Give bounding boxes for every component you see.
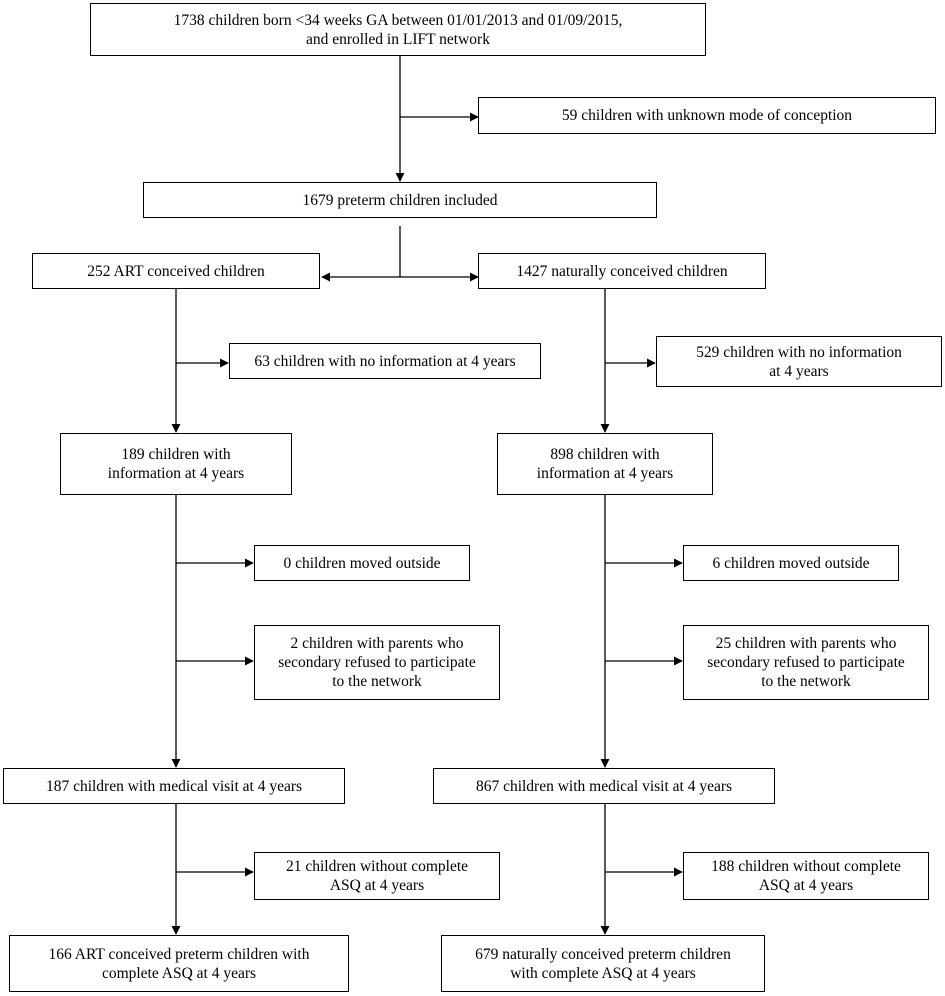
node-art-medical-visit: 187 children with medical visit at 4 yea…	[3, 768, 345, 804]
node-art-info: 189 children with information at 4 years	[60, 433, 292, 495]
node-art-conceived: 252 ART conceived children	[32, 253, 320, 289]
node-nat-refused: 25 children with parents who secondary r…	[683, 625, 929, 700]
node-nat-moved: 6 children moved outside	[683, 545, 899, 581]
node-natural-conceived: 1427 naturally conceived children	[478, 253, 766, 289]
node-nat-info: 898 children with information at 4 years	[497, 433, 713, 495]
node-art-no-info: 63 children with no information at 4 yea…	[229, 343, 541, 379]
node-nat-final: 679 naturally conceived preterm children…	[441, 935, 765, 992]
node-art-no-asq: 21 children without complete ASQ at 4 ye…	[254, 852, 500, 900]
node-nat-medical-visit: 867 children with medical visit at 4 yea…	[433, 768, 775, 804]
node-art-final: 166 ART conceived preterm children with …	[9, 935, 349, 992]
node-total-children: 1738 children born <34 weeks GA between …	[90, 3, 706, 56]
node-preterm-included: 1679 preterm children included	[143, 182, 657, 218]
node-nat-no-asq: 188 children without complete ASQ at 4 y…	[683, 852, 929, 900]
node-art-refused: 2 children with parents who secondary re…	[254, 625, 500, 700]
node-nat-no-info: 529 children with no information at 4 ye…	[656, 336, 942, 387]
node-unknown-conception: 59 children with unknown mode of concept…	[478, 97, 936, 134]
node-art-moved: 0 children moved outside	[254, 545, 470, 581]
